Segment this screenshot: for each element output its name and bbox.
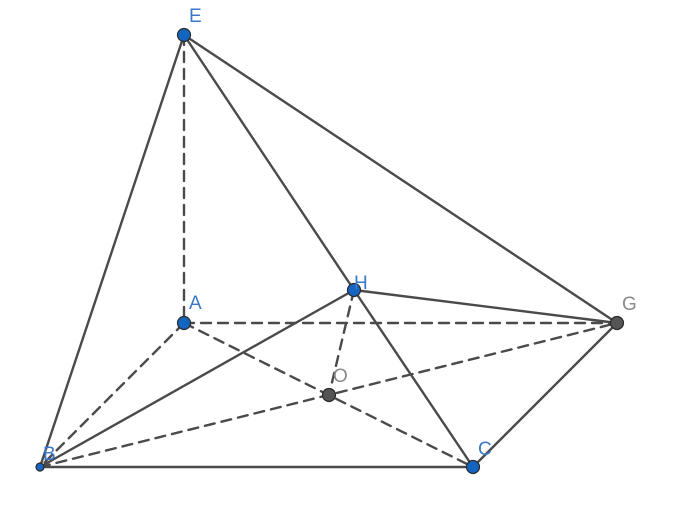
segment-HC bbox=[352, 288, 475, 469]
label-H: H bbox=[354, 273, 368, 294]
point-E bbox=[176, 27, 192, 43]
point-H bbox=[346, 282, 362, 298]
labels-layer: E A B C G H O bbox=[43, 6, 637, 465]
label-G: G bbox=[622, 294, 637, 315]
segment-EG bbox=[182, 33, 619, 325]
points-layer bbox=[35, 27, 625, 475]
segments-layer bbox=[38, 33, 619, 469]
point-C bbox=[465, 459, 481, 475]
label-O: O bbox=[333, 366, 348, 387]
segment-HG bbox=[352, 288, 619, 325]
segment-CG bbox=[471, 321, 619, 469]
label-E: E bbox=[189, 6, 202, 27]
point-A bbox=[176, 315, 192, 331]
label-A: A bbox=[189, 293, 202, 314]
point-O bbox=[321, 387, 337, 403]
point-B bbox=[35, 462, 45, 472]
segment-EH bbox=[182, 33, 356, 292]
point-G bbox=[609, 315, 625, 331]
label-C: C bbox=[478, 439, 492, 460]
segment-HO-dashed bbox=[327, 288, 356, 397]
segment-EB bbox=[38, 33, 186, 469]
segment-HB bbox=[38, 288, 356, 469]
segment-AB-dashed bbox=[38, 321, 186, 469]
label-B: B bbox=[43, 444, 56, 465]
